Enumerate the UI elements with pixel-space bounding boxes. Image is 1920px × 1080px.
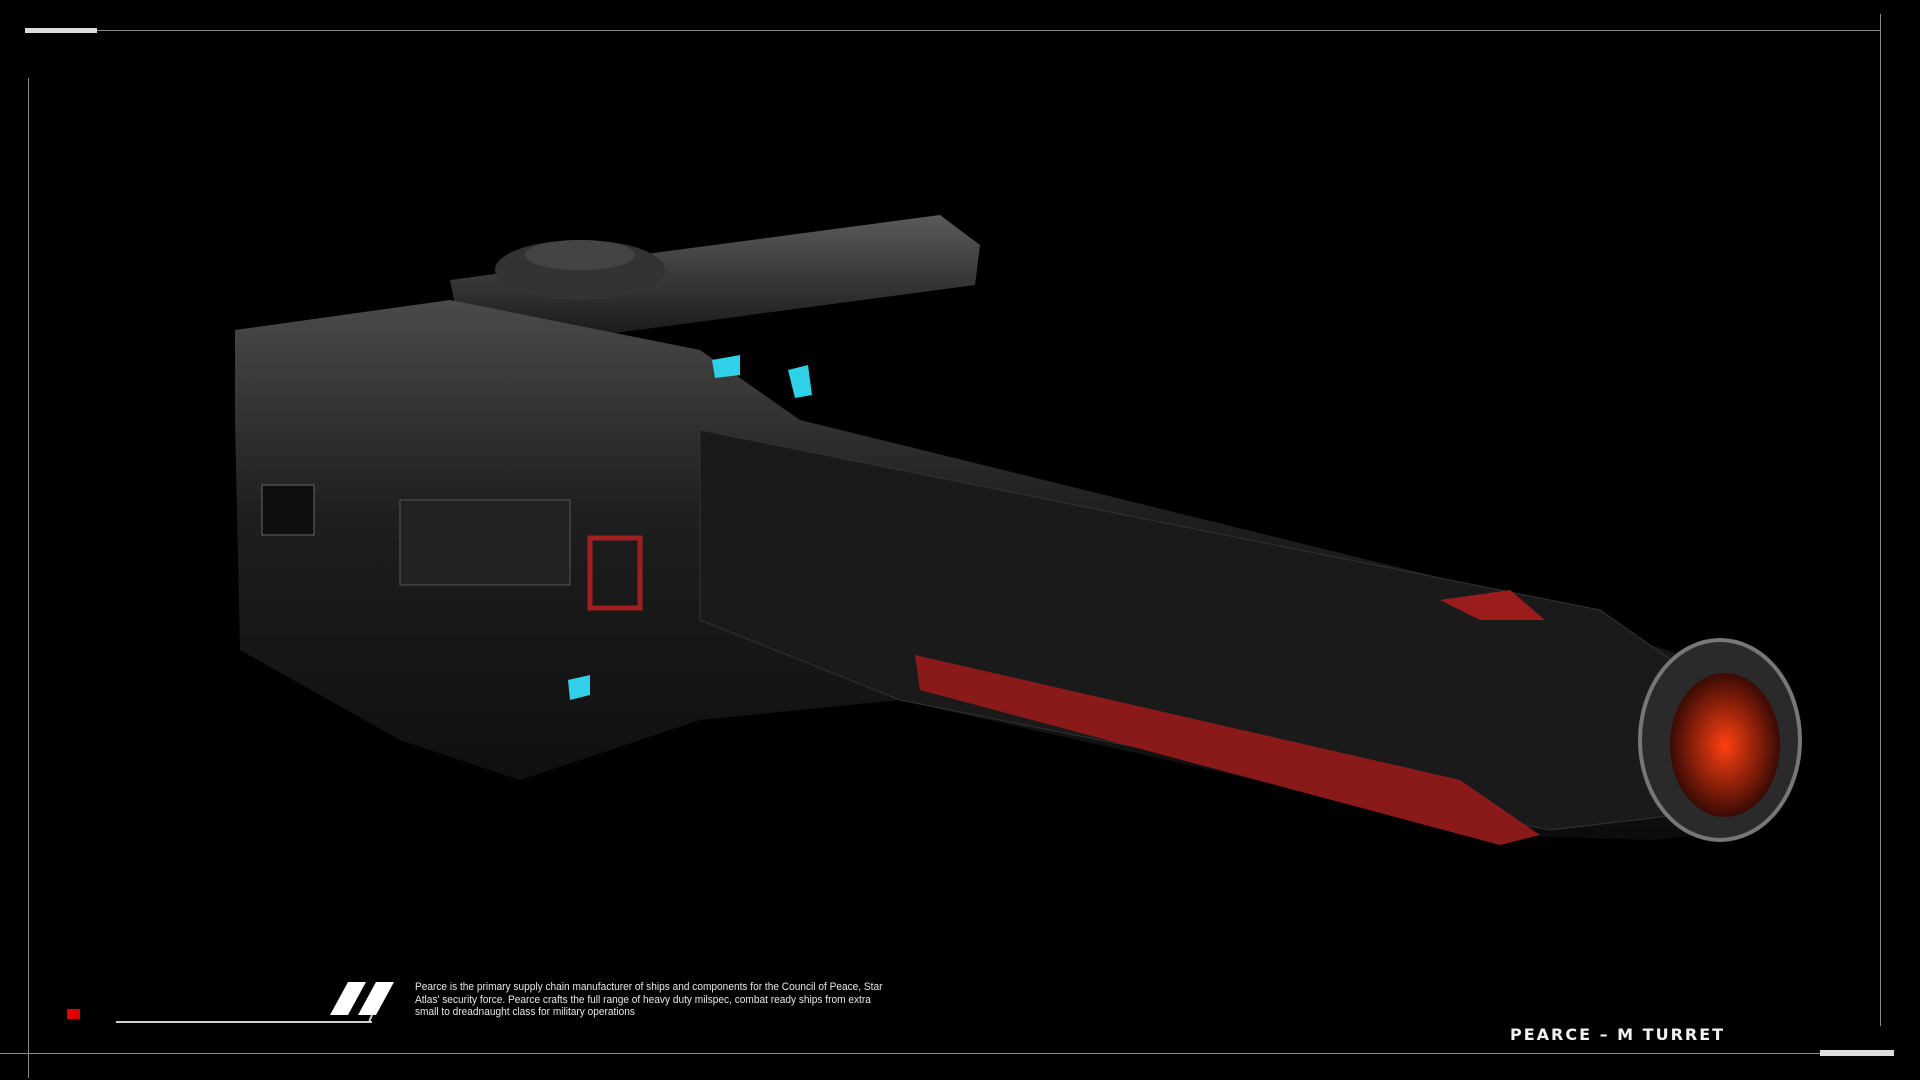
red-stripe [915,655,1540,845]
side-panel [399,499,571,586]
frame-top-left-bar [25,28,97,33]
turret-top-plate [450,215,980,335]
footer-underline [116,1021,372,1023]
info-plate [261,484,315,536]
frame-top-line [25,30,1881,31]
frame-left-line [28,78,29,1078]
cyan-light [788,365,812,398]
accent-square [67,1009,80,1019]
product-title: PEARCE – M TURRET [1510,1025,1726,1044]
red-stripe-top [1440,590,1545,620]
pearce-logo-icon [330,982,394,1023]
frame-bottom-right-bar [1820,1050,1894,1056]
manufacturer-description: Pearce is the primary supply chain manuf… [415,981,883,1019]
barrel [699,429,1721,831]
frame-right-line [1880,14,1881,1026]
muzzle [1638,638,1802,842]
frame-bottom-line [0,1053,1822,1054]
red-bracket [587,535,643,611]
cyan-light [712,355,740,378]
cyan-light [568,675,590,700]
